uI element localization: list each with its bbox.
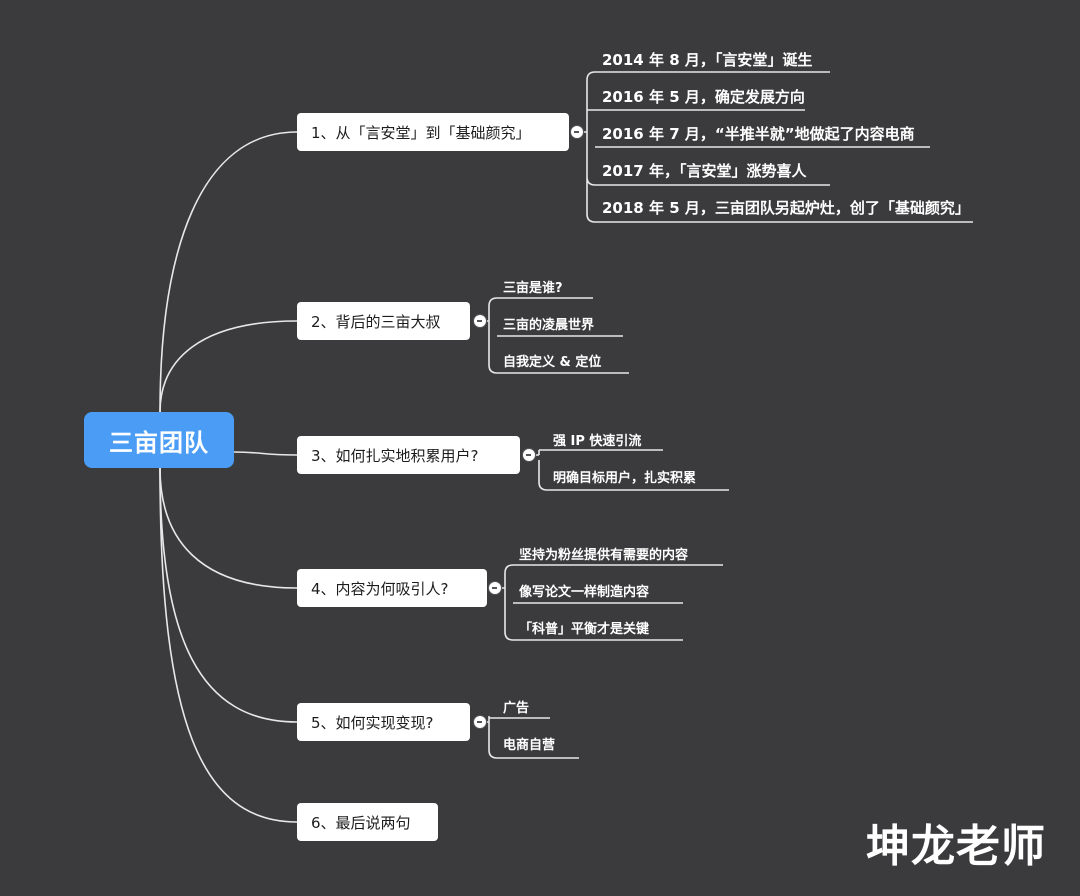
subtopic-2-3[interactable]: 自我定义 & 定位 [503,355,602,370]
subtopic-2-2[interactable]: 三亩的凌晨世界 [503,318,595,333]
collapse-topic-5-icon[interactable] [473,715,487,729]
subtopic-1-1[interactable]: 2014 年 8 月，「言安堂」诞生 [602,51,813,69]
subtopic-1-4[interactable]: 2017 年，「言安堂」涨势喜人 [602,162,807,180]
collapse-topic-4-icon[interactable] [488,581,502,595]
collapse-topic-2-icon[interactable] [473,314,487,328]
branch-2 [487,297,629,374]
connector-main-4 [159,467,298,589]
connector-main-1 [159,131,298,413]
subtopic-4-1[interactable]: 坚持为粉丝提供有需要的内容 [519,548,689,563]
branch-3 [536,449,729,491]
subtopic-3-2[interactable]: 明确目标用户，扎实积累 [553,471,697,486]
subtopic-2-1[interactable]: 三亩是谁? [503,281,563,296]
connector-main-6 [159,467,298,823]
subtopic-1-2[interactable]: 2016 年 5 月，确定发展方向 [602,88,805,106]
watermark-text: 坤龙老师 [866,821,1046,872]
subtopic-5-1[interactable]: 广告 [503,701,530,716]
branch-4 [502,564,723,641]
subtopic-5-2[interactable]: 电商自营 [503,738,556,753]
main-topic-6[interactable]: 6、最后说两句 [297,803,438,841]
collapse-topic-1-icon[interactable] [570,125,584,139]
connector-main-5 [159,467,298,723]
branch-1 [584,71,973,223]
central-topic[interactable]: 三亩团队 [84,412,234,468]
collapse-topic-3-icon[interactable] [522,448,536,462]
main-topic-4[interactable]: 4、内容为何吸引人? [297,569,487,607]
subtopic-4-3[interactable]: 「科普」平衡才是关键 [519,622,650,637]
main-topic-3[interactable]: 3、如何扎实地积累用户? [297,436,520,474]
subtopic-3-1[interactable]: 强 IP 快速引流 [553,434,642,449]
main-topic-5[interactable]: 5、如何实现变现? [297,703,470,741]
main-topic-2[interactable]: 2、背后的三亩大叔 [297,302,470,340]
main-topic-1[interactable]: 1、从「言安堂」到「基础颜究」 [297,113,569,151]
subtopic-4-2[interactable]: 像写论文一样制造内容 [519,585,650,600]
subtopic-1-3[interactable]: 2016 年 7 月，“半推半就”地做起了内容电商 [602,125,915,143]
connector-main-2 [159,320,298,413]
connector-main-3 [233,451,298,456]
subtopic-1-5[interactable]: 2018 年 5 月，三亩团队另起炉灶，创了「基础颜究」 [602,199,970,217]
